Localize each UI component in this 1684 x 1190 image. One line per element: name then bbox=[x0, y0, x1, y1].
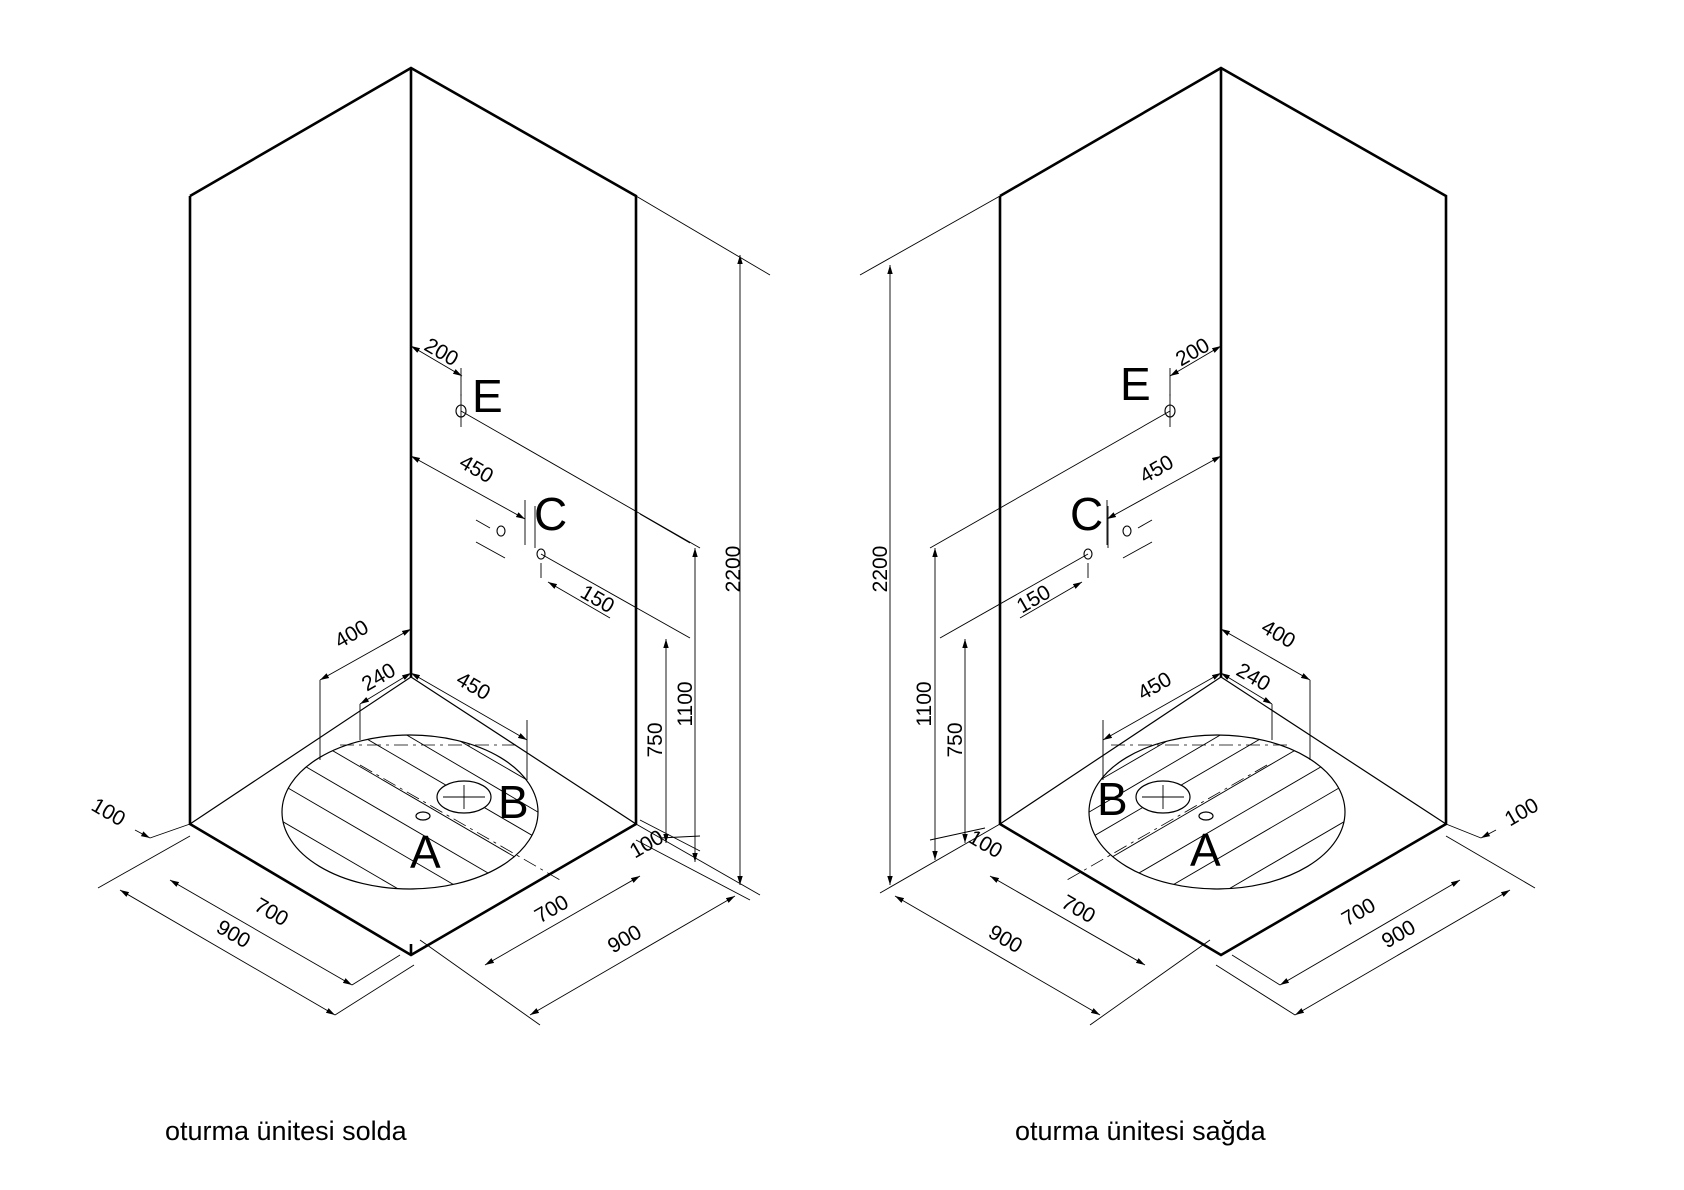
drain-a-right bbox=[1198, 811, 1214, 821]
dim-450-c-right: 450 bbox=[1136, 451, 1178, 488]
caption-left: oturma ünitesi solda bbox=[165, 1116, 407, 1146]
dim-450-b-left: 450 bbox=[452, 668, 494, 705]
dim-2200-right: 2200 bbox=[869, 546, 892, 593]
caption-right: oturma ünitesi sağda bbox=[1015, 1116, 1266, 1146]
cabin-right: 2200 1100 750 200 450 150 400 240 450 10… bbox=[859, 66, 1543, 1026]
label-e-right: E bbox=[1120, 358, 1151, 410]
dim-900-right-a: 900 bbox=[1378, 916, 1420, 953]
label-e-left: E bbox=[472, 370, 503, 422]
dim-750-left: 750 bbox=[644, 722, 667, 757]
cabin-left: 2200 1100 750 200 450 150 400 240 450 10… bbox=[87, 66, 771, 1026]
dim-200-right: 200 bbox=[1172, 334, 1214, 371]
drain-a-left bbox=[415, 811, 431, 821]
label-c-right: C bbox=[1070, 488, 1103, 540]
dim-150-left: 150 bbox=[576, 581, 618, 618]
dim-240-right: 240 bbox=[1232, 659, 1274, 696]
dim-150-right: 150 bbox=[1013, 581, 1055, 618]
cabin-right-outline bbox=[998, 66, 1448, 957]
label-c-left: C bbox=[534, 488, 567, 540]
cabin-left-outline bbox=[188, 66, 638, 957]
dim-2200-left: 2200 bbox=[722, 546, 745, 593]
dim-900-left-b: 900 bbox=[604, 921, 646, 958]
dim-750-right: 750 bbox=[944, 722, 967, 757]
dim-700-left-b: 700 bbox=[531, 891, 573, 928]
dim-400-left: 400 bbox=[331, 616, 373, 653]
dim-100-left-a: 100 bbox=[87, 794, 129, 831]
dim-1100-left: 1100 bbox=[674, 681, 697, 726]
label-b-right: B bbox=[1097, 773, 1128, 825]
dim-400-right: 400 bbox=[1257, 616, 1299, 653]
label-b-left: B bbox=[498, 776, 529, 828]
dim-700-right-b: 700 bbox=[1057, 891, 1099, 928]
dim-450-c-left: 450 bbox=[455, 451, 497, 488]
dim-240-left: 240 bbox=[358, 659, 400, 696]
label-a-right: A bbox=[1190, 824, 1221, 876]
dim-700-left-a: 700 bbox=[250, 894, 292, 931]
dim-700-right-a: 700 bbox=[1338, 894, 1380, 931]
dim-1100-right: 1100 bbox=[913, 681, 936, 726]
dim-100-right-a: 100 bbox=[1501, 794, 1543, 831]
dim-450-b-right: 450 bbox=[1134, 668, 1176, 705]
dim-900-right-b: 900 bbox=[984, 921, 1026, 958]
label-a-left: A bbox=[410, 826, 441, 878]
dim-200-left: 200 bbox=[420, 334, 462, 371]
